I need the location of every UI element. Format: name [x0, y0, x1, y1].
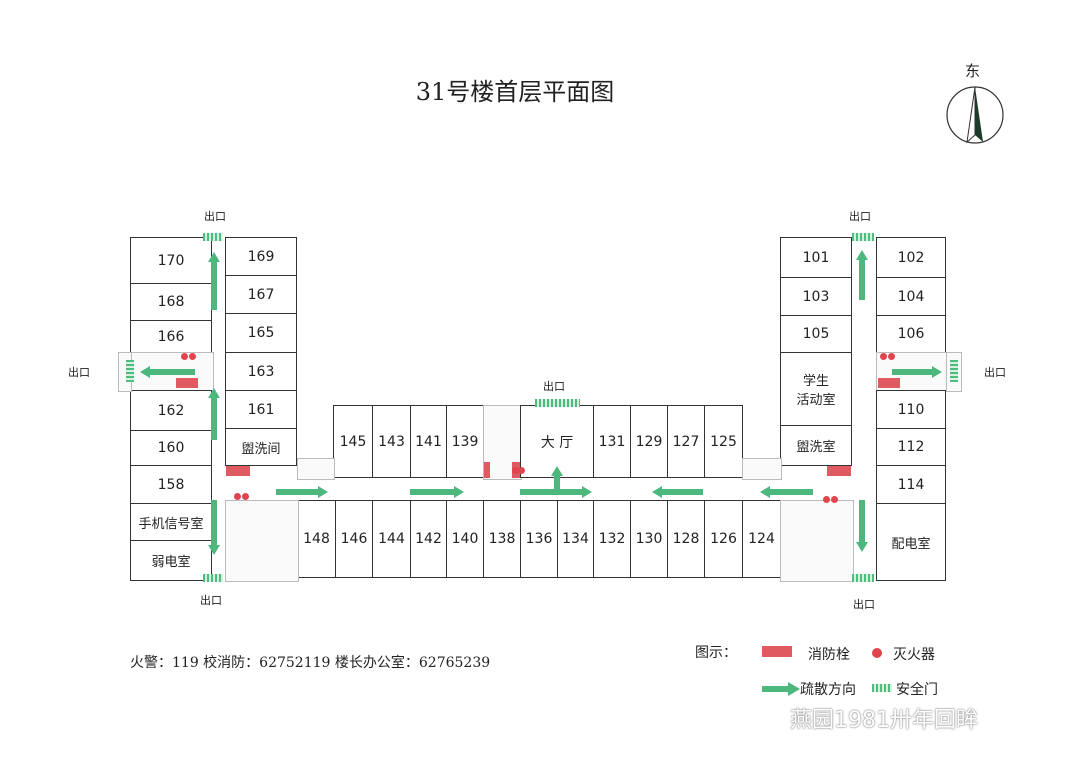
- room: 105: [780, 315, 852, 353]
- legend-hydrant-swatch: [762, 646, 792, 657]
- restroom: [225, 500, 299, 582]
- legend-title: 图示：: [695, 645, 737, 661]
- room: 配电室: [876, 503, 946, 581]
- evacuation-arrow: [208, 500, 220, 555]
- room: 129: [630, 405, 668, 478]
- room: 158: [130, 465, 212, 504]
- room: 148: [297, 500, 336, 578]
- evacuation-arrow: [140, 366, 195, 378]
- fire-extinguisher: [831, 496, 838, 503]
- legend-extinguisher-label: 灭火器: [893, 647, 935, 663]
- fire-extinguisher: [888, 353, 895, 360]
- room: 大 厅: [520, 405, 594, 478]
- evacuation-arrow: [276, 486, 328, 498]
- room: 168: [130, 283, 212, 321]
- watermark: 燕园1981卅年回眸: [790, 708, 978, 733]
- room: 142: [410, 500, 447, 578]
- evacuation-arrow: [652, 486, 703, 498]
- safety-door: [126, 360, 134, 382]
- evacuation-arrow: [856, 500, 868, 552]
- utility-shaft: [297, 458, 335, 480]
- legend-arrow-icon: [762, 682, 800, 696]
- exit-label: 出口: [849, 210, 871, 223]
- exit-label: 出口: [200, 594, 222, 607]
- fire-hydrant: [827, 466, 851, 476]
- room: 125: [704, 405, 743, 478]
- fire-hydrant: [878, 378, 900, 388]
- fire-extinguisher: [512, 467, 519, 474]
- safety-door: [852, 574, 874, 582]
- evacuation-arrow: [208, 252, 220, 310]
- room: 138: [483, 500, 521, 578]
- room: 167: [225, 275, 297, 314]
- restroom: [780, 500, 854, 582]
- room: 141: [410, 405, 447, 478]
- room: 盥洗室: [780, 425, 852, 466]
- fire-hydrant: [226, 466, 250, 476]
- room: 130: [630, 500, 668, 578]
- fire-extinguisher: [880, 353, 887, 360]
- room: 弱电室: [130, 540, 212, 581]
- fire-extinguisher: [823, 496, 830, 503]
- fire-hydrant: [484, 462, 490, 478]
- room: 144: [372, 500, 411, 578]
- legend-hydrant-label: 消防栓: [808, 647, 850, 663]
- exit-label: 出口: [853, 598, 875, 611]
- room: 103: [780, 277, 852, 316]
- room: 106: [876, 315, 946, 353]
- room: 160: [130, 430, 212, 466]
- evacuation-arrow: [760, 486, 813, 498]
- fire-extinguisher: [518, 467, 525, 474]
- legend-door-swatch: [872, 684, 892, 692]
- evacuation-arrow: [892, 366, 942, 378]
- room: 162: [130, 390, 212, 431]
- evacuation-arrow: [551, 466, 563, 492]
- fire-hydrant: [176, 378, 198, 388]
- safety-door: [852, 233, 874, 241]
- evacuation-arrow: [208, 388, 220, 440]
- room: 140: [446, 500, 484, 578]
- safety-door: [203, 574, 223, 582]
- fire-extinguisher: [234, 493, 241, 500]
- compass-icon: [946, 86, 1004, 144]
- room: 手机信号室: [130, 503, 212, 541]
- exit-label: 出口: [68, 366, 90, 379]
- legend-door-label: 安全门: [896, 682, 938, 698]
- compass-label: 东: [965, 62, 981, 80]
- utility-shaft: [742, 458, 782, 480]
- room: 136: [520, 500, 558, 578]
- fire-extinguisher: [181, 353, 188, 360]
- legend-extinguisher-swatch: [872, 648, 882, 658]
- room: 146: [335, 500, 373, 578]
- safety-door: [535, 399, 580, 407]
- fire-extinguisher: [242, 493, 249, 500]
- room: 127: [667, 405, 705, 478]
- room: 102: [876, 237, 946, 278]
- exit-label: 出口: [204, 210, 226, 223]
- room: 145: [333, 405, 373, 478]
- safety-door: [950, 360, 958, 382]
- emergency-contacts: 火警：119 校消防：62752119 楼长办公室：62765239: [130, 655, 491, 671]
- exit-label: 出口: [984, 366, 1006, 379]
- room: 169: [225, 237, 297, 276]
- legend-evacuation-label: 疏散方向: [800, 682, 856, 698]
- evacuation-arrow: [856, 250, 868, 300]
- evacuation-arrow: [410, 486, 464, 498]
- room: 盥洗间: [225, 428, 297, 466]
- room: 112: [876, 428, 946, 466]
- room: 104: [876, 277, 946, 316]
- exit-label: 出口: [543, 380, 565, 393]
- room: 学生 活动室: [780, 352, 852, 426]
- fire-extinguisher: [189, 353, 196, 360]
- room: 114: [876, 465, 946, 504]
- room: 110: [876, 390, 946, 429]
- safety-door: [203, 233, 223, 241]
- room: 166: [130, 320, 212, 353]
- page-title: 31号楼首层平面图: [415, 78, 615, 106]
- room: 101: [780, 237, 852, 278]
